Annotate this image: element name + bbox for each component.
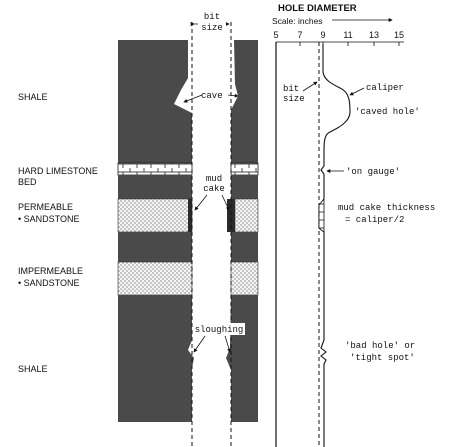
shale-lower-left: [118, 295, 194, 422]
tick-label: 13: [369, 30, 379, 40]
permeable-label-2: • SANDSTONE: [18, 214, 80, 224]
cave-label: cave: [201, 91, 223, 101]
permeable-sandstone-right: [234, 198, 259, 233]
limestone-label-1: HARD LIMESTONE: [18, 166, 98, 176]
impermeable-sandstone-left: [117, 261, 193, 296]
cave-arrow: [183, 94, 203, 103]
impermeable-sandstone-right: [230, 261, 259, 296]
shale-band-2-right: [231, 232, 258, 262]
log-bit-size-label-1: bit: [283, 84, 299, 94]
sloughing-arrow-left: [193, 335, 206, 353]
bit-size-label-bg: [198, 10, 226, 32]
caliper-log: HOLE DIAMETER Scale: inches 5 7 9 11 13 …: [272, 3, 435, 447]
mud-cake-label-1: mud: [206, 174, 222, 184]
formation-right: [188, 40, 259, 422]
sloughing-label-bg: [193, 323, 245, 335]
shale-band-1-right: [231, 175, 258, 199]
log-title: HOLE DIAMETER: [278, 3, 357, 14]
bit-size-label-1: bit: [204, 12, 220, 22]
mud-cake-left: [188, 199, 192, 232]
tick-label: 9: [320, 30, 325, 40]
cave-arrow-right: [227, 93, 239, 98]
tick-label: 15: [394, 30, 404, 40]
sloughing-label: sloughing: [195, 325, 244, 335]
scale-ticks: 5 7 9 11 13 15: [273, 30, 404, 46]
caliper-label: caliper: [366, 83, 404, 93]
shale-upper-left: [118, 40, 192, 163]
shale-band-1-left: [118, 175, 192, 199]
tick-label: 11: [343, 30, 352, 40]
log-bit-size-arrow: [302, 81, 318, 92]
mud-cake-right: [227, 199, 235, 232]
shale-top-label: SHALE: [18, 92, 48, 102]
permeable-label-1: PERMEABLE: [18, 202, 73, 212]
caliper-arrow: [349, 87, 365, 96]
tick-label: 5: [273, 30, 278, 40]
bad-hole-label-2: 'tight spot': [350, 353, 415, 363]
shale-band-2-left: [118, 232, 192, 262]
formation-left: [117, 40, 194, 422]
mud-cake-label-2: cake: [203, 184, 225, 194]
limestone-bed-right: [230, 162, 259, 176]
bit-size-label-2: size: [201, 23, 223, 33]
sloughing-arrow-right: [224, 335, 231, 353]
limestone-label-2: BED: [18, 177, 37, 187]
mud-thickness-label-2: = caliper/2: [345, 215, 404, 225]
tick-label: 7: [297, 30, 302, 40]
on-gauge-label: 'on gauge': [346, 167, 400, 177]
impermeable-label-1: IMPERMEABLE: [18, 266, 83, 276]
limestone-bed-left: [117, 162, 193, 176]
impermeable-label-2: • SANDSTONE: [18, 278, 80, 288]
caved-hole-label: 'caved hole': [355, 107, 420, 117]
shale-upper-right: [231, 40, 258, 163]
caliper-curve: [318, 44, 351, 447]
shale-bottom-label: SHALE: [18, 364, 48, 374]
mud-arrow-right: [221, 194, 230, 211]
permeable-sandstone-left: [117, 198, 193, 233]
bad-hole-label-1: 'bad hole' or: [345, 341, 415, 351]
scale-label: Scale: inches: [272, 16, 323, 26]
mud-arrow-left: [194, 194, 208, 211]
mud-cake-fill: [318, 197, 325, 233]
mud-thickness-label-1: mud cake thickness: [338, 203, 435, 213]
log-bit-size-label-2: size: [283, 94, 305, 104]
